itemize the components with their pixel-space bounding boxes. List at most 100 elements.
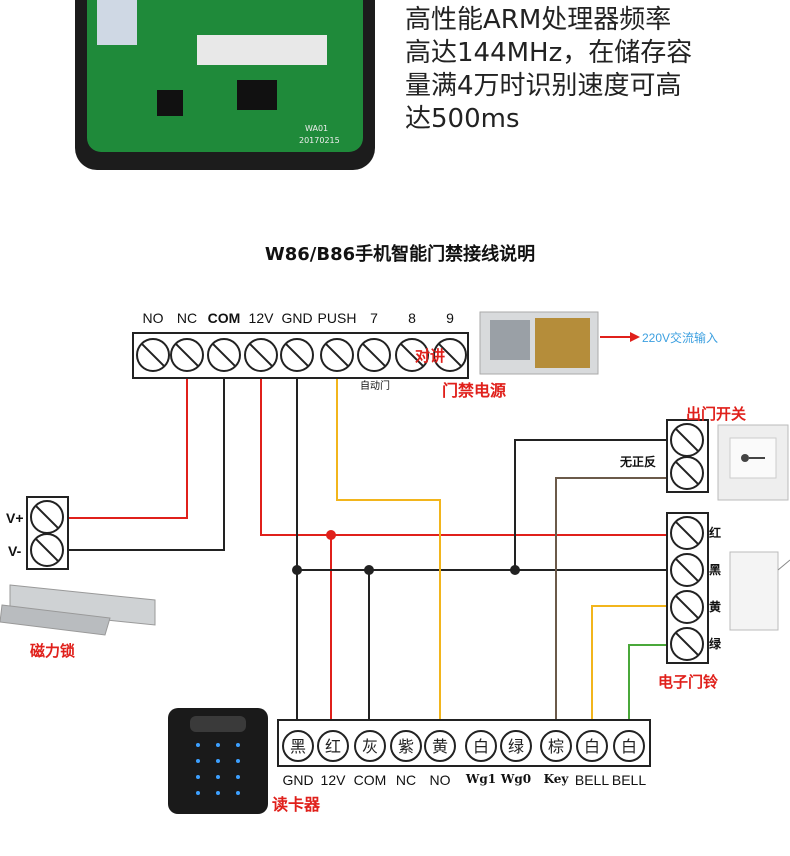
reader-pin-label: BELL — [611, 772, 647, 788]
card-reader-photo — [168, 708, 268, 814]
ac-input-label: 220V交流输入 — [642, 331, 719, 345]
lock-plus-label: V+ — [6, 510, 24, 526]
reader-wire-color: 紫 — [398, 737, 414, 756]
arrow-icon — [630, 332, 640, 342]
screw-slot — [35, 538, 59, 562]
reader-terminal — [354, 730, 386, 762]
reader-wire-color: 白 — [621, 737, 637, 756]
reader-pin-label: GND — [282, 772, 314, 788]
board-mark: WA01 — [305, 124, 329, 133]
reader-terminal — [540, 730, 572, 762]
reader-wire-color: 黄 — [432, 737, 448, 756]
top-terminal-label: NC — [176, 310, 198, 326]
screw-slot — [400, 343, 424, 367]
magnetic-lock-photo — [0, 584, 156, 636]
screw-slot — [675, 558, 699, 582]
wire-12v — [260, 371, 667, 536]
junction — [326, 530, 336, 540]
reader-wire-color: 棕 — [548, 737, 564, 756]
exit-switch-label: 出门开关 — [686, 405, 747, 423]
board-mark: 20170215 — [299, 136, 340, 145]
reader-terminal — [424, 730, 456, 762]
screw-slot — [285, 343, 309, 367]
top-terminal-label: 7 — [370, 310, 378, 326]
wire-exit-switch — [514, 439, 667, 570]
keypad-key — [196, 743, 200, 747]
top-terminal-label: PUSH — [317, 310, 357, 326]
keypad-key — [236, 775, 240, 779]
top-terminal-label: 12V — [248, 310, 274, 326]
top-terminal-label: 8 — [408, 310, 416, 326]
reader-terminal — [500, 730, 532, 762]
keypad-key — [216, 759, 220, 763]
junction — [364, 565, 374, 575]
reader-wire-color: 白 — [584, 737, 600, 756]
reader-label: 读卡器 — [272, 795, 321, 814]
controller-board-photo: WA01 20170215 — [75, 0, 375, 170]
bell-wire-label: 黄 — [709, 600, 722, 614]
screw-slot — [141, 343, 165, 367]
wire-bell-green — [628, 644, 667, 720]
reader-pin-label: NC — [395, 772, 417, 788]
reader-terminal — [613, 730, 645, 762]
reader-wire-color: 红 — [325, 737, 341, 756]
screw-slot — [675, 595, 699, 619]
keypad-key — [216, 743, 220, 747]
keypad-key — [236, 743, 240, 747]
junction — [510, 565, 520, 575]
junction — [292, 565, 302, 575]
reader-wire-color: 黑 — [290, 737, 306, 756]
bell-wire-label: 黑 — [709, 563, 722, 577]
screw-slot — [675, 632, 699, 656]
keypad-key — [196, 759, 200, 763]
reader-terminal — [465, 730, 497, 762]
reader-terminal — [282, 730, 314, 762]
screw-slot — [675, 428, 699, 452]
wire-nc-lock — [68, 371, 188, 519]
magnetic-lock-label: 磁力锁 — [30, 642, 76, 660]
keypad-key — [216, 791, 220, 795]
screw-slot — [249, 343, 273, 367]
exit-switch-note: 无正反 — [620, 455, 657, 469]
reader-wire-color: 绿 — [508, 737, 524, 756]
screw-slot — [175, 343, 199, 367]
reader-wire-color: 灰 — [362, 737, 378, 756]
exit-button-photo — [717, 424, 789, 501]
power-supply-label: 门禁电源 — [442, 381, 507, 400]
keypad-key — [236, 759, 240, 763]
reader-terminal — [317, 730, 349, 762]
wire-key — [555, 477, 667, 720]
top-terminal-label: 9 — [446, 310, 454, 326]
keypad-key — [196, 791, 200, 795]
reader-pin-label: NO — [429, 772, 451, 788]
top-terminal-label: COM — [207, 310, 241, 326]
intercom-label: 对讲 — [415, 347, 446, 365]
keypad-key — [236, 791, 240, 795]
reader-pin-label: Wg0 — [500, 772, 532, 786]
screw-slot — [362, 343, 386, 367]
bell-wire-label: 红 — [709, 526, 722, 540]
lock-minus-label: V- — [8, 543, 22, 559]
top-terminal-label: NO — [142, 310, 164, 326]
screw-slot — [675, 461, 699, 485]
keypad-key — [216, 775, 220, 779]
bell-wire-label: 绿 — [709, 637, 722, 651]
reader-wire-color: 白 — [473, 737, 489, 756]
wire-com-lock — [68, 371, 225, 551]
reader-terminal — [390, 730, 422, 762]
keypad-key — [196, 775, 200, 779]
screw-slot — [212, 343, 236, 367]
feature-description: 高性能ARM处理器频率 高达144MHz，在储存容 量满4万时识别速度可高 达5… — [405, 5, 693, 134]
diagram-title: W86/B86手机智能门禁接线说明 — [264, 244, 536, 265]
screw-slot — [325, 343, 349, 367]
top-terminal-label: GND — [281, 310, 313, 326]
reader-pin-label: Key — [543, 772, 569, 786]
reader-pin-label: 12V — [320, 772, 346, 788]
auto-door-label: 自动门 — [360, 381, 390, 392]
reader-terminal — [576, 730, 608, 762]
reader-pin-label: BELL — [574, 772, 610, 788]
pcb: WA01 20170215 — [87, 0, 363, 152]
doorbell-label: 电子门铃 — [658, 673, 719, 691]
screw-slot — [675, 521, 699, 545]
doorbell-photo — [729, 551, 790, 631]
